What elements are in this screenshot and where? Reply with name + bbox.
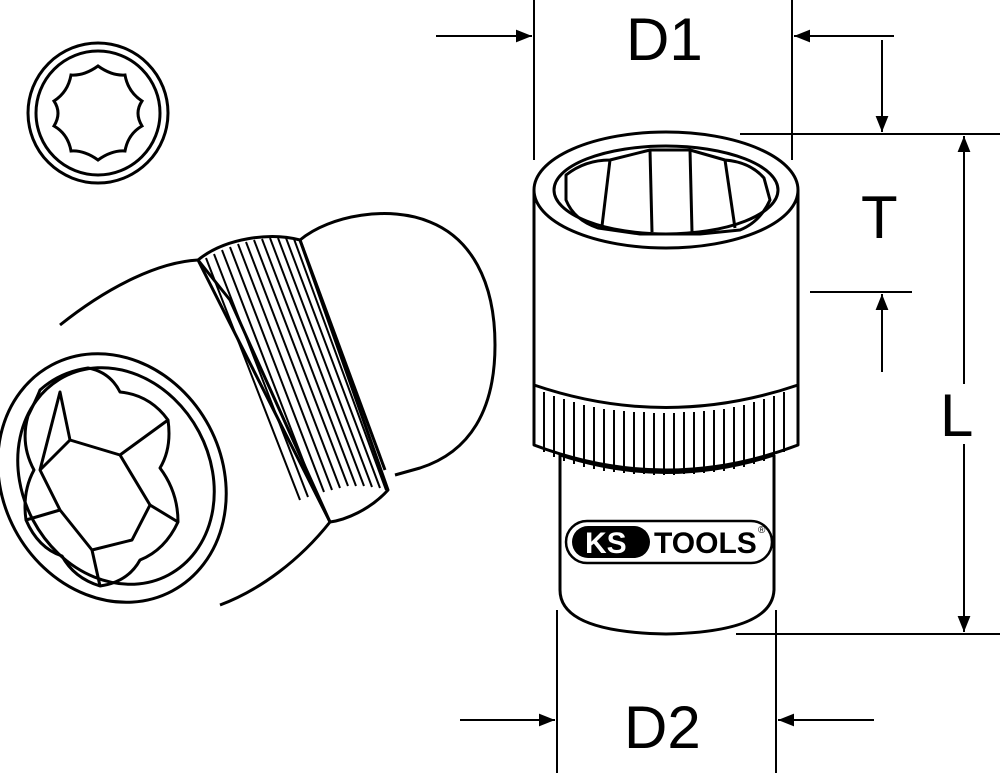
logo-registered: ® (758, 525, 766, 536)
label-l: L (940, 382, 973, 449)
dimension-lines (436, 0, 1000, 773)
logo-ks: KS (585, 527, 627, 560)
socket-perspective-drawing (0, 212, 497, 607)
label-t: T (861, 184, 898, 251)
logo-tools: TOOLS (654, 527, 757, 560)
label-d1: D1 (626, 6, 703, 73)
label-d2: D2 (624, 694, 701, 761)
socket-side-drawing (532, 130, 800, 636)
ks-tools-logo: KS TOOLS ® (564, 519, 774, 565)
hexagon-profile-icon (26, 41, 170, 185)
